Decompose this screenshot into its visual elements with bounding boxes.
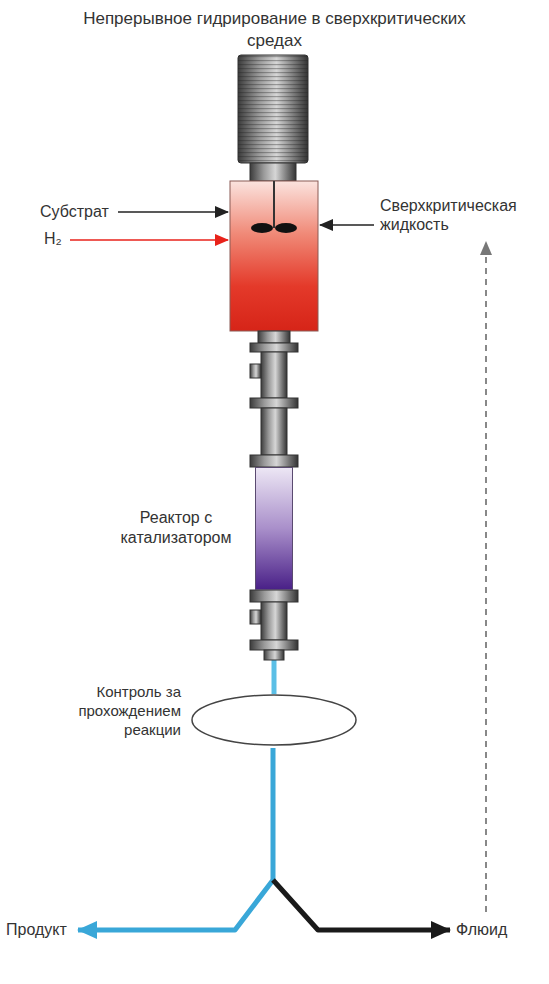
product-line <box>78 748 273 930</box>
node-label: Контроль за прохождением реакции <box>69 682 181 739</box>
inlet-label: H₂ <box>44 229 68 248</box>
ellipse-outline <box>191 694 357 746</box>
stirrer-shaft <box>273 181 275 228</box>
diagram-title: Непрерывное гидрирование в сверхкритичес… <box>60 8 489 52</box>
fluid-inlet-arrow <box>320 224 374 226</box>
stirrer-blade <box>251 223 273 233</box>
outlet-label: Флюид <box>456 920 536 939</box>
motor-collar <box>250 163 296 181</box>
mixing-vessel <box>230 181 318 331</box>
outlet-label: Продукт <box>6 920 74 939</box>
inlet-label: Субстрат <box>40 202 116 221</box>
inlet-label: Сверхкритическая жидкость <box>380 196 542 234</box>
recycle-line <box>485 242 487 912</box>
catalyst-reactor: Реактор с катализатором <box>255 467 293 590</box>
hydrogen-arrow <box>70 239 228 241</box>
substrate-arrow <box>118 211 228 213</box>
ellipse-shape <box>192 695 356 745</box>
pipe-fittings <box>250 331 298 660</box>
monitoring-ellipse: Контроль за прохождением реакции <box>191 694 357 746</box>
node-label: Реактор с катализатором <box>110 508 242 548</box>
motor-ribs <box>238 55 308 163</box>
fluid-line <box>273 880 450 930</box>
stirrer-blade <box>275 223 297 233</box>
motor <box>238 55 308 163</box>
